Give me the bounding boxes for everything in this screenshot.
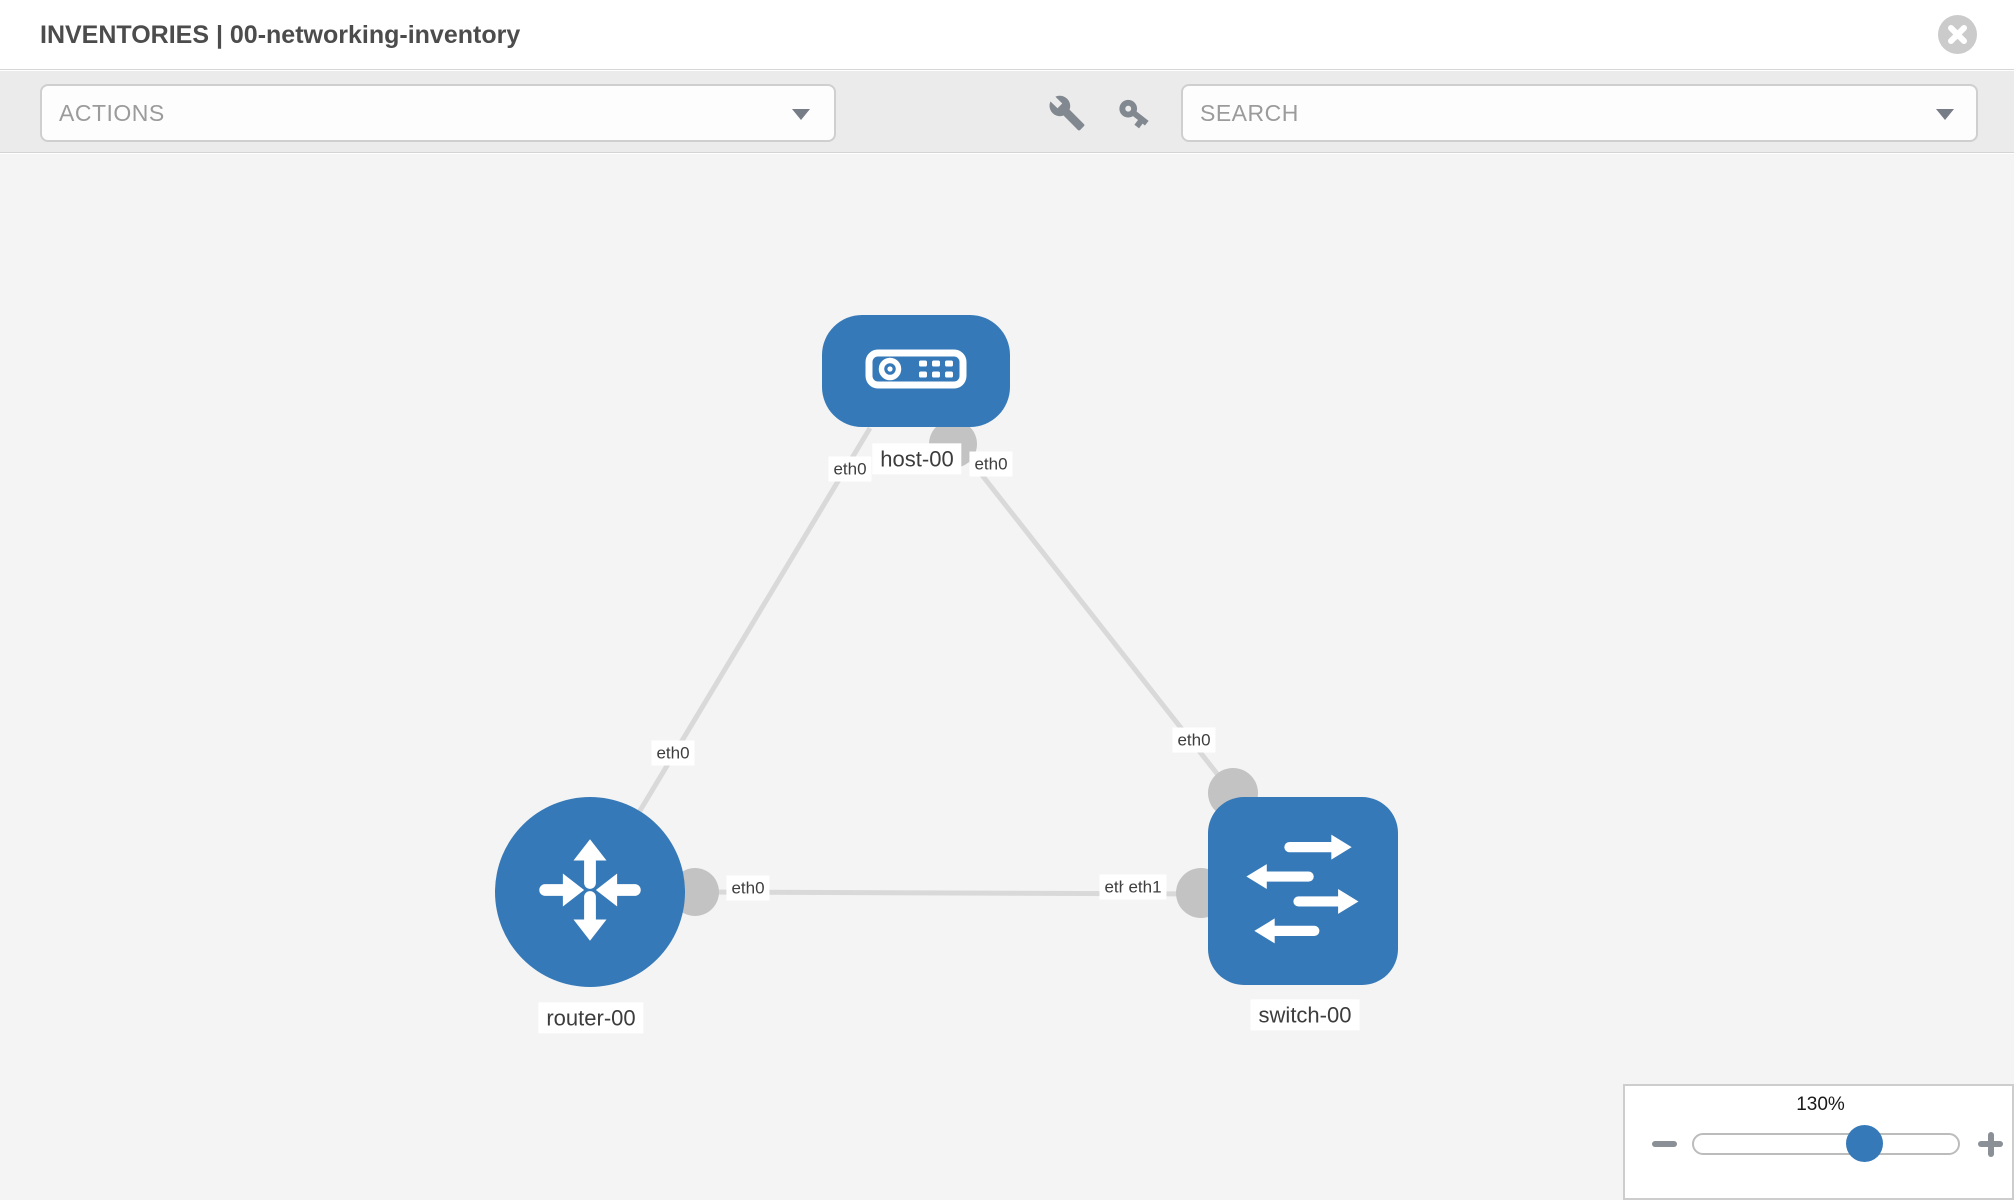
zoom-slider-track[interactable] xyxy=(1692,1125,1960,1162)
links-layer xyxy=(635,420,1258,918)
actions-dropdown[interactable]: ACTIONS xyxy=(40,84,836,142)
close-button[interactable] xyxy=(1938,15,1977,54)
node-host-00[interactable] xyxy=(822,315,1010,427)
node-router-00[interactable] xyxy=(495,797,685,987)
server-icon xyxy=(864,348,968,395)
zoom-in-button[interactable] xyxy=(1975,1129,2005,1159)
interface-label: eth0 xyxy=(969,451,1013,477)
switch-arrows-icon xyxy=(1243,829,1363,954)
actions-dropdown-label: ACTIONS xyxy=(59,100,165,126)
interface-label: eth0 xyxy=(828,456,872,482)
node-switch-00[interactable] xyxy=(1208,797,1398,985)
wrench-icon xyxy=(1048,95,1086,136)
zoom-slider-handle[interactable] xyxy=(1846,1125,1883,1162)
node-label-host-00: host-00 xyxy=(872,443,962,475)
topology-canvas[interactable]: eth0 eth0 eth0 eth0 eth0 eth0 eth1 host-… xyxy=(0,154,2014,1200)
page-title: INVENTORIES | 00-networking-inventory xyxy=(40,21,521,49)
interface-label: eth1 xyxy=(1123,874,1167,900)
interface-label: eth0 xyxy=(651,740,695,766)
router-arrows-icon xyxy=(531,831,649,954)
node-label-router-00: router-00 xyxy=(538,1002,644,1034)
node-label-switch-00: switch-00 xyxy=(1250,999,1360,1031)
chevron-down-icon xyxy=(1936,109,1954,120)
search-dropdown-label: SEARCH xyxy=(1200,100,1299,126)
search-dropdown[interactable]: SEARCH xyxy=(1181,84,1978,142)
key-icon xyxy=(1115,99,1153,136)
zoom-panel: 130% xyxy=(1623,1084,2014,1200)
page-header: INVENTORIES | 00-networking-inventory xyxy=(0,0,2014,70)
zoom-out-button[interactable] xyxy=(1652,1141,1677,1147)
chevron-down-icon xyxy=(792,109,810,120)
interface-label: eth0 xyxy=(1172,727,1216,753)
zoom-slider-row xyxy=(1625,1125,2014,1166)
tools-button[interactable] xyxy=(1048,94,1086,132)
credentials-button[interactable] xyxy=(1115,94,1153,132)
toolbar: ACTIONS SEARCH xyxy=(0,71,2014,153)
interface-label: eth0 xyxy=(726,875,770,901)
zoom-level-value: 130% xyxy=(1796,1094,1845,1115)
